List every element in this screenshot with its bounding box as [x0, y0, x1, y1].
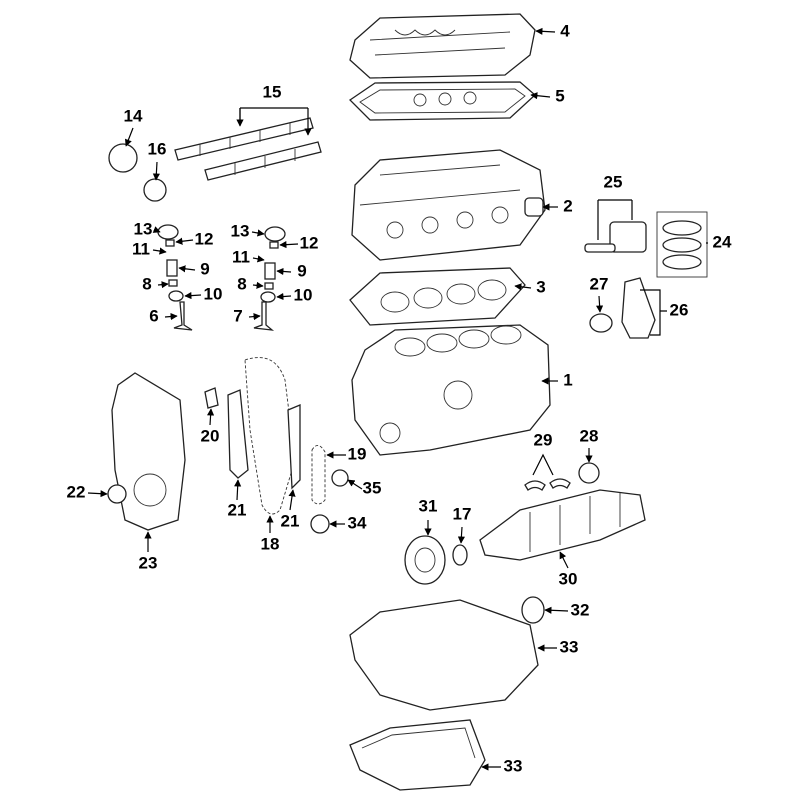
chain-guide-right[interactable]	[287, 404, 301, 490]
valve-cover-gasket[interactable]	[348, 81, 536, 121]
callout-14: 14	[124, 106, 143, 125]
callout-1: 1	[563, 370, 572, 389]
callout-27: 27	[590, 274, 609, 293]
callout-11: 11	[132, 239, 150, 258]
callout-35: 35	[363, 478, 382, 497]
callout-13: 13	[134, 219, 153, 238]
callout-24: 24	[713, 232, 732, 251]
callout-19: 19	[348, 444, 367, 463]
callout-23: 23	[139, 553, 158, 572]
callout-28: 28	[580, 426, 599, 445]
piston-rings[interactable]	[662, 220, 702, 270]
camshafts[interactable]	[174, 117, 322, 181]
callout-12: 12	[195, 229, 214, 248]
callout-31: 31	[419, 496, 438, 515]
connecting-rod[interactable]	[621, 277, 656, 339]
engine-block[interactable]	[351, 324, 551, 456]
callout-26: 26	[670, 300, 689, 319]
valve-cover[interactable]	[349, 13, 536, 79]
cylinder-head[interactable]	[351, 149, 546, 261]
callout-20: 20	[201, 426, 220, 445]
callout-21: 21	[281, 511, 300, 530]
timing-cover[interactable]	[111, 372, 186, 531]
callout-18: 18	[261, 534, 280, 553]
valve-train-exhaust[interactable]	[253, 226, 286, 331]
callout-21: 21	[228, 500, 247, 519]
callout-30: 30	[559, 569, 578, 588]
callout-6: 6	[149, 306, 158, 325]
callout-33: 33	[504, 756, 523, 775]
crank-sprocket[interactable]	[310, 514, 330, 534]
camshaft-sprocket[interactable]	[143, 178, 167, 202]
vvt-sprocket[interactable]	[108, 143, 138, 173]
callout-17: 17	[453, 504, 472, 523]
timing-chain[interactable]	[244, 357, 296, 515]
oil-pump-chain[interactable]	[311, 445, 326, 505]
main-bearing[interactable]	[549, 478, 571, 489]
head-gasket[interactable]	[349, 267, 526, 326]
callout-9: 9	[200, 259, 209, 278]
callout-4: 4	[560, 21, 570, 40]
callout-34: 34	[348, 513, 367, 532]
rod-bearing[interactable]	[589, 313, 613, 333]
callout-25: 25	[604, 172, 623, 191]
callout-12: 12	[300, 233, 319, 252]
idler-gear[interactable]	[331, 469, 349, 487]
crank-seal[interactable]	[107, 484, 127, 504]
callout-8: 8	[237, 274, 246, 293]
callout-11: 11	[232, 247, 250, 266]
callout-15: 15	[263, 82, 282, 101]
callout-8: 8	[142, 274, 151, 293]
callout-10: 10	[204, 284, 223, 303]
callout-13: 13	[231, 221, 250, 240]
callout-9: 9	[297, 261, 306, 280]
chain-guide-left[interactable]	[227, 389, 249, 479]
main-bearing[interactable]	[524, 480, 546, 491]
callout-16: 16	[148, 139, 167, 158]
oil-pan-lower[interactable]	[349, 719, 486, 791]
callout-labels: 1 2 3 4 5 6 7 8 8 9 9 10 10 11 11 12 12 …	[67, 21, 732, 775]
leader-lines	[87, 27, 708, 771]
oil-pan-upper[interactable]	[349, 599, 539, 711]
thrust-washer[interactable]	[578, 462, 600, 484]
piston-rings-box	[656, 211, 708, 278]
piston[interactable]	[584, 221, 647, 253]
crankshaft-gear[interactable]	[452, 544, 468, 566]
callout-10: 10	[294, 285, 313, 304]
callout-29: 29	[534, 430, 553, 449]
crankshaft-pulley[interactable]	[404, 535, 446, 585]
callout-22: 22	[67, 482, 86, 501]
callout-5: 5	[555, 86, 564, 105]
callout-3: 3	[536, 277, 545, 296]
callout-7: 7	[233, 306, 242, 325]
crankshaft[interactable]	[479, 489, 646, 561]
callout-32: 32	[571, 600, 590, 619]
rear-main-seal[interactable]	[521, 596, 545, 624]
callout-33: 33	[560, 637, 579, 656]
chain-tensioner[interactable]	[204, 387, 219, 409]
callout-2: 2	[563, 196, 572, 215]
